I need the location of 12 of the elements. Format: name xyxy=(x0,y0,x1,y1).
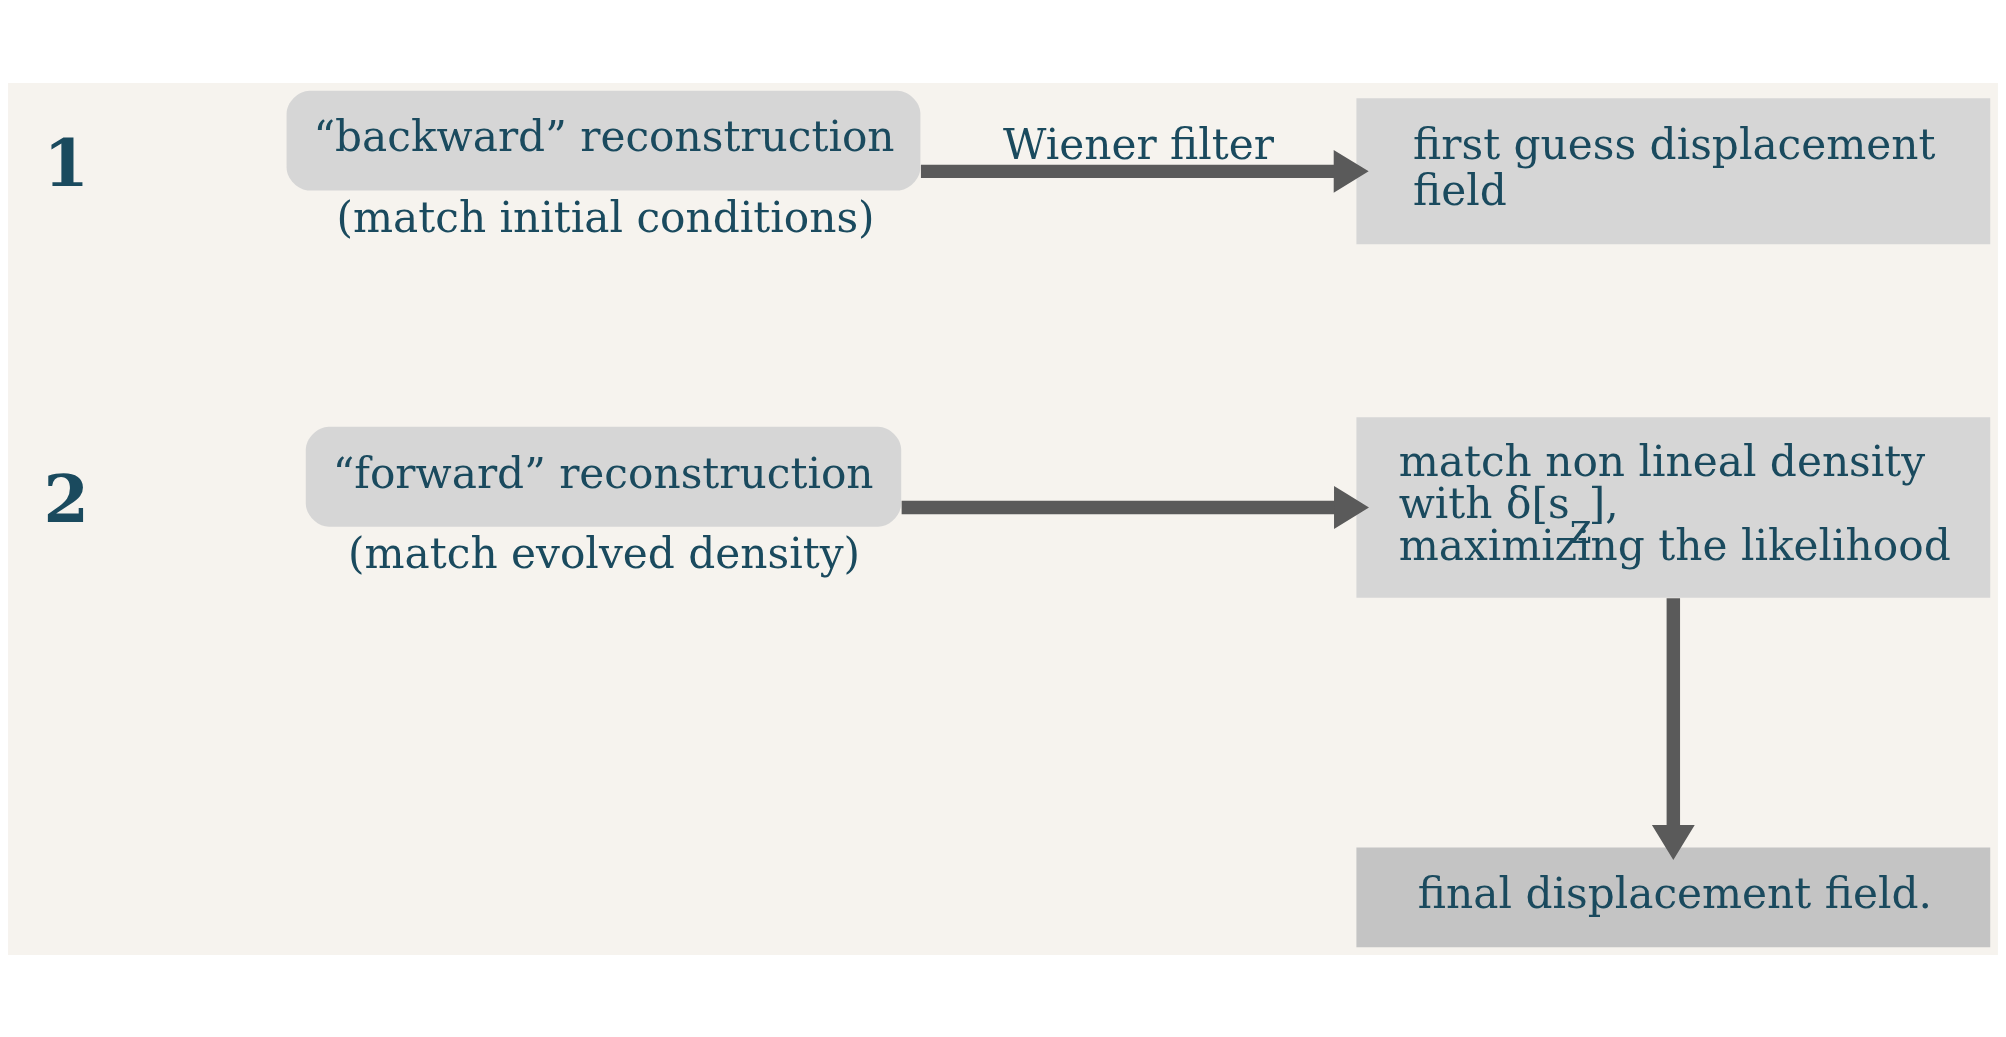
node-label: (match initial conditions) xyxy=(336,192,875,242)
arrow xyxy=(1651,597,1695,860)
label: 2 xyxy=(43,460,90,537)
node-label: (match evolved density) xyxy=(348,528,861,578)
arrow xyxy=(901,485,1369,529)
label: 1 xyxy=(43,124,90,201)
node-box: first guess displacement field xyxy=(1356,97,1991,244)
node-box: “backward” reconstruction xyxy=(286,90,921,191)
node-box: “forward” reconstruction xyxy=(305,426,902,527)
node-box: final displacement field. xyxy=(1356,846,1991,947)
arrow xyxy=(920,149,1369,193)
edge-label: Wiener filter xyxy=(1003,119,1274,169)
